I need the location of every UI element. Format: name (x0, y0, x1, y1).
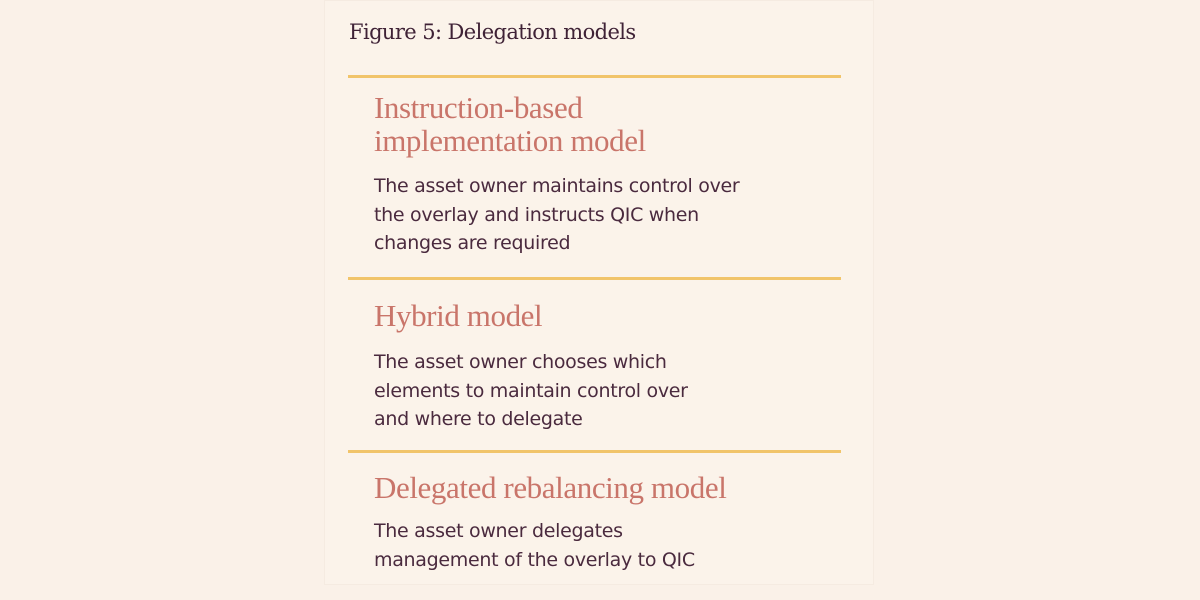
model-desc-line: and where to delegate (374, 408, 583, 430)
model-desc-line: the overlay and instructs QIC when (374, 203, 699, 226)
model-title-line: Instruction-based (374, 90, 583, 125)
model-title-line: implementation model (374, 123, 646, 158)
model-desc-hybrid: The asset owner chooses which elements t… (374, 348, 688, 434)
model-desc-line: The asset owner maintains control over (374, 175, 740, 197)
figure-panel (324, 0, 874, 585)
model-desc-line: changes are required (374, 232, 571, 254)
divider-rule (348, 277, 841, 280)
divider-rule (348, 450, 841, 453)
model-desc-instruction-based: The asset owner maintains control over t… (374, 172, 740, 258)
divider-rule (348, 75, 841, 78)
model-title-delegated-rebalancing: Delegated rebalancing model (374, 470, 727, 505)
figure-title: Figure 5: Delegation models (349, 20, 636, 44)
model-desc-line: management of the overlay to QIC (374, 548, 695, 571)
model-desc-line: The asset owner delegates (374, 520, 623, 542)
model-title-instruction-based: Instruction-based implementation model (374, 91, 646, 157)
model-title-line: Hybrid model (374, 298, 543, 333)
model-title-hybrid: Hybrid model (374, 298, 543, 333)
model-desc-delegated-rebalancing: The asset owner delegates management of … (374, 517, 695, 574)
model-desc-line: elements to maintain control over (374, 379, 688, 402)
model-title-line: Delegated rebalancing model (374, 470, 727, 505)
model-desc-line: The asset owner chooses which (374, 351, 667, 373)
